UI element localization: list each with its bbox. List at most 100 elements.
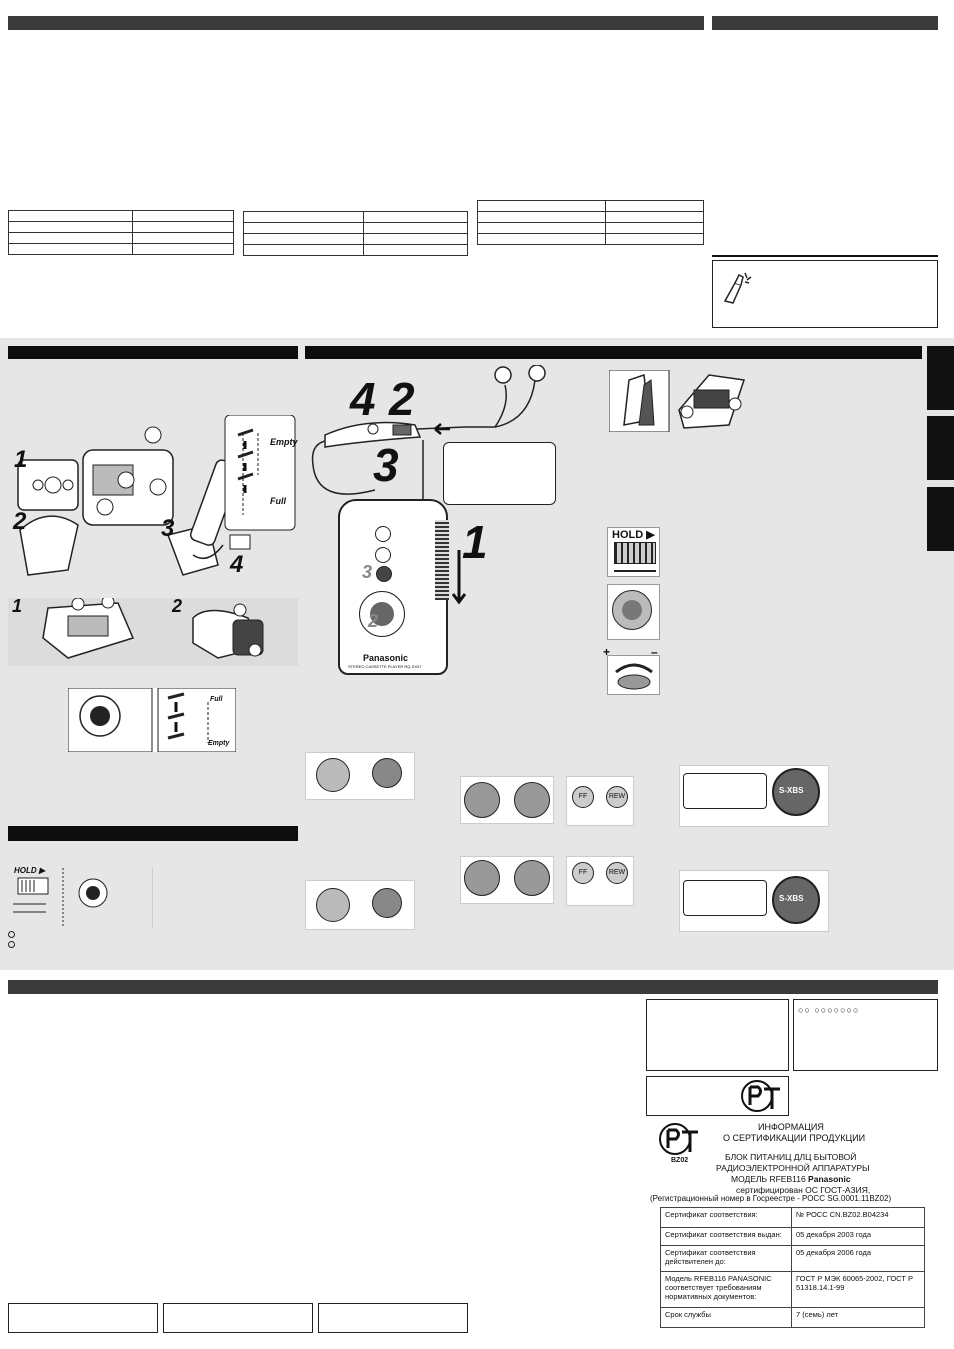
caution-hand-icon	[723, 272, 752, 304]
side-tab-1	[927, 346, 954, 410]
cassette-insert-illustration	[609, 370, 745, 432]
volume-dial-center[interactable]	[622, 600, 642, 620]
wheel-rotate-icon	[615, 663, 653, 690]
hold-note-bullet-b	[8, 941, 15, 948]
charging-illustration	[8, 415, 298, 590]
cert-table: Сертификат соответствия: № РОСС CN.BZ02.…	[660, 1207, 925, 1328]
caution-box	[712, 260, 938, 328]
battery-check-illustration	[68, 688, 236, 752]
side-tab-2	[927, 416, 954, 480]
cert-row-key: Модель RFEB116 PANASONIC соответствует т…	[660, 1271, 792, 1308]
section-header-playback	[305, 346, 922, 359]
wheel-plus-label: +	[603, 645, 611, 659]
cert-line-4: сертифицирован ОС ГОСТ-АЗИЯ,	[736, 1185, 871, 1195]
cert-row-value: № РОСС CN.BZ02.B04234	[791, 1207, 925, 1228]
hold-switch-label: HOLD ▶	[612, 529, 655, 541]
cert-row-key: Сертификат соответствия действителен до:	[660, 1245, 792, 1272]
section-header-hold	[8, 826, 298, 841]
player-play-button[interactable]	[375, 526, 391, 542]
player-control-dial-center[interactable]	[370, 602, 394, 626]
bottom-info-box-right	[793, 999, 938, 1071]
player-stop-button[interactable]	[375, 547, 391, 563]
cert-row: Модель RFEB116 PANASONIC соответствует т…	[660, 1271, 925, 1308]
ff-button-2[interactable]: FF	[572, 862, 594, 884]
cert-line-5: (Регистрационный номер в Госреестре - РО…	[650, 1194, 892, 1203]
spec-table-2	[243, 211, 468, 256]
cert-line-2: РАДИОЭЛЕКТРОННОЙ АППАРАТУРЫ	[716, 1163, 870, 1173]
press-push-button-2[interactable]	[316, 888, 350, 922]
player-brand-logo: Panasonic	[363, 653, 409, 663]
player-step-2: 2	[368, 611, 379, 631]
step-1-label: 1	[14, 446, 28, 473]
sxbs-display-1	[683, 773, 767, 809]
rew-button-1[interactable]: REW	[606, 786, 628, 808]
check-full-label: Full	[210, 696, 223, 703]
spec-table-1	[8, 210, 234, 255]
remote-note-callout	[443, 442, 556, 505]
cert-row: Срок службы 7 (семь) лет	[660, 1307, 925, 1328]
caution-divider-line	[712, 255, 938, 257]
player-step-1: 1	[462, 516, 488, 568]
cert-row: Сертификат соответствия действителен до:…	[660, 1245, 925, 1272]
cert-rst-logo-icon	[659, 1123, 698, 1155]
hold-switch[interactable]	[614, 542, 656, 564]
player-right-grip	[435, 520, 449, 600]
ff-button-1[interactable]: FF	[572, 786, 594, 808]
rst-logo-icon	[741, 1080, 780, 1112]
cert-row: Сертификат соответствия выдан: 05 декабр…	[660, 1227, 925, 1246]
eject-arrow-icon	[452, 550, 466, 605]
battery-step-2-label: 2	[172, 596, 183, 616]
press-push-button-1[interactable]	[316, 758, 350, 792]
cert-row-key: Сертификат соответствия:	[660, 1207, 792, 1228]
ff-dial-right-1[interactable]	[514, 782, 550, 818]
cert-badge: BZ02	[671, 1157, 689, 1164]
section-header-batteries	[8, 346, 298, 359]
sxbs-dial-2-label: S-XBS	[779, 894, 804, 903]
cert-row-value: 05 декабря 2003 года	[791, 1227, 925, 1246]
cert-row-key: Срок службы	[660, 1307, 792, 1328]
side-tab-3	[927, 487, 954, 551]
ff-dial-left-2[interactable]	[464, 860, 500, 896]
remote-step-3: 3	[373, 439, 399, 491]
cert-row-key: Сертификат соответствия выдан:	[660, 1227, 792, 1246]
circle-marks-text: ○○ ○○○○○○○	[798, 1005, 860, 1015]
cert-row: Сертификат соответствия: № РОСС CN.BZ02.…	[660, 1207, 925, 1228]
sxbs-dial-1-label: S-XBS	[779, 786, 804, 795]
cert-row-value: 05 декабря 2006 года	[791, 1245, 925, 1272]
top-header-bar-right	[712, 16, 938, 30]
remote-step-4: 4	[350, 373, 376, 425]
step-4-label: 4	[230, 551, 244, 578]
check-empty-label: Empty	[208, 740, 230, 747]
cert-title-1: ИНФОРМАЦИЯ	[758, 1122, 824, 1132]
cassette-player-body	[338, 499, 448, 675]
ff-dial-right-2[interactable]	[514, 860, 550, 896]
battery-insert-illustration	[8, 598, 298, 666]
top-header-bar-left	[8, 16, 704, 30]
battery-chart-full-label: Full	[270, 496, 286, 506]
cert-row-value: ГОСТ Р МЭК 60065-2002, ГОСТ Р 51318.14.1…	[791, 1271, 925, 1308]
step-2-label: 2	[13, 508, 27, 535]
ff-dial-left-1[interactable]	[464, 782, 500, 818]
hold-arrow-line	[614, 570, 656, 572]
bottom-box-1	[8, 1303, 158, 1333]
remote-step-2: 2	[389, 373, 415, 425]
hold-small-hold-label: HOLD ▶	[14, 866, 46, 875]
hold-note-bullet-a	[8, 931, 15, 938]
player-step-3: 3	[362, 562, 373, 582]
battery-step-1-label: 1	[12, 596, 23, 616]
player-rew-button[interactable]	[376, 566, 392, 582]
rew-button-2[interactable]: REW	[606, 862, 628, 884]
cert-title-2: О СЕРТИФИКАЦИИ ПРОДУКЦИИ	[723, 1133, 866, 1143]
cert-brand: Panasonic	[808, 1174, 851, 1184]
cert-line-3: МОДЕЛЬ RFEB116 Panasonic	[731, 1174, 851, 1184]
bottom-info-box-left	[646, 999, 789, 1071]
hold-small-illustration	[8, 868, 153, 928]
cert-row-value: 7 (семь) лет	[791, 1307, 925, 1328]
press-playstop-button-1[interactable]	[372, 758, 402, 788]
press-playstop-button-2[interactable]	[372, 888, 402, 918]
bottom-box-3	[318, 1303, 468, 1333]
step-3-label: 3	[161, 515, 175, 542]
cert-model: МОДЕЛЬ RFEB116	[731, 1174, 806, 1184]
sxbs-dial-2[interactable]	[772, 876, 820, 924]
sxbs-dial-1[interactable]	[772, 768, 820, 816]
